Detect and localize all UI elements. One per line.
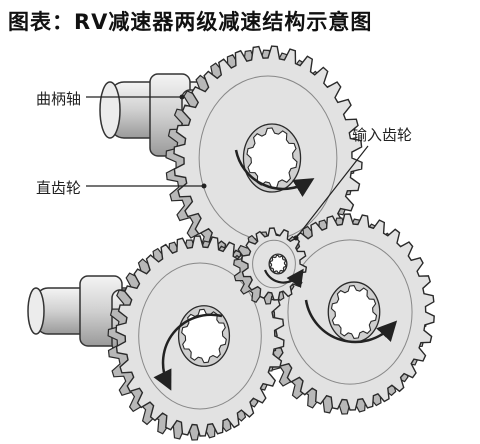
diagram-title: 图表：RV减速器两级减速结构示意图 [8,10,373,34]
label-spur-gear: 直齿轮 [36,179,82,197]
lower-right-spur-gear [257,213,435,415]
rotation-arrow-lower-left [153,313,223,391]
label-crankshaft: 曲柄轴 [36,90,82,108]
rotation-arrow-lower-right [304,299,398,344]
rotation-arrow-upper [234,149,315,198]
rotation-arrow-input [263,268,304,289]
leader-input-gear [295,145,369,239]
label-input-gear: 输入齿轮 [352,126,413,144]
